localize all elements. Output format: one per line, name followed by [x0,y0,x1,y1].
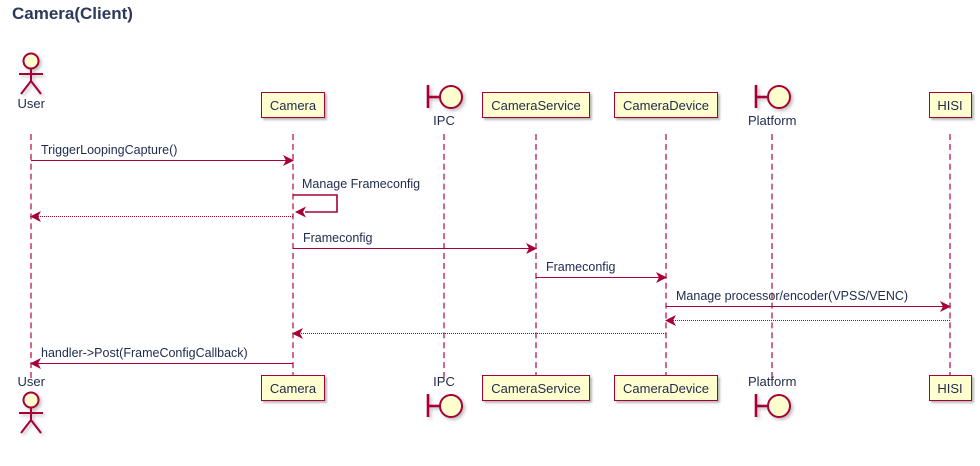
message-m2[interactable] [293,192,353,218]
message-label-m5: Frameconfig [546,260,616,274]
participant-label-hisi: HISI [937,97,963,113]
message-line-m1[interactable] [31,160,293,161]
message-arrowhead-m4 [526,242,537,254]
message-line-m9[interactable] [31,363,293,364]
participant-box-cameraservice[interactable]: CameraService [482,92,590,118]
message-line-m7[interactable] [666,320,950,321]
participant-box-cameradevice[interactable]: CameraDevice [614,92,718,118]
participant-label-cameraservice: CameraService [491,97,581,113]
lifeline-user [30,134,32,378]
boundary-ipc[interactable] [425,82,465,114]
lifeline-platform [771,134,773,378]
boundary-platform[interactable] [753,391,793,423]
boundary-ipc[interactable] [425,391,465,423]
participant-box-camera[interactable]: Camera [261,375,325,401]
participant-label-hisi: HISI [937,380,963,396]
participant-label-cameradevice: CameraDevice [623,97,709,113]
lifeline-ipc [443,134,445,378]
participant-box-cameradevice[interactable]: CameraDevice [614,375,718,401]
boundary-platform[interactable] [753,82,793,114]
message-arrowhead-m8 [292,327,303,339]
participant-box-hisi[interactable]: HISI [928,92,972,118]
message-line-m4[interactable] [293,248,536,249]
lifeline-cameradevice [665,134,667,378]
message-arrowhead-m6 [940,300,951,312]
actor-label-user: User [17,374,45,389]
message-line-m6[interactable] [666,306,950,307]
message-line-m8[interactable] [293,333,666,334]
message-label-m1: TriggerLoopingCapture() [41,143,178,157]
message-arrowhead-m9 [30,357,41,369]
boundary-label-platform: Platform [748,113,797,128]
actor-label-user: User [17,96,45,111]
participant-label-cameraservice: CameraService [491,380,581,396]
participant-box-hisi[interactable]: HISI [928,375,972,401]
message-arrowhead-m5 [656,271,667,283]
message-label-m9: handler->Post(FrameConfigCallback) [41,346,248,360]
boundary-label-ipc: IPC [433,374,455,389]
boundary-label-ipc: IPC [433,113,455,128]
message-arrowhead-m7 [665,314,676,326]
participant-label-cameradevice: CameraDevice [623,380,709,396]
actor-user[interactable] [15,52,47,96]
message-arrowhead-m3 [30,210,41,222]
lifeline-hisi [949,134,951,378]
page-title: Camera(Client) [12,4,133,23]
participant-box-camera[interactable]: Camera [261,92,325,118]
message-arrowhead-m1 [283,154,294,166]
participant-box-cameraservice[interactable]: CameraService [482,375,590,401]
message-label-m4: Frameconfig [303,231,373,245]
lifeline-camera [292,134,294,378]
message-label-m6: Manage processor/encoder(VPSS/VENC) [676,289,909,303]
message-line-m5[interactable] [536,277,666,278]
message-line-m3[interactable] [31,216,293,217]
lifeline-cameraservice [535,134,537,378]
message-label-m2: Manage Frameconfig [302,177,421,191]
boundary-label-platform: Platform [748,374,797,389]
participant-label-camera: Camera [269,97,317,113]
participant-label-camera: Camera [269,380,317,396]
actor-user[interactable] [15,391,47,435]
